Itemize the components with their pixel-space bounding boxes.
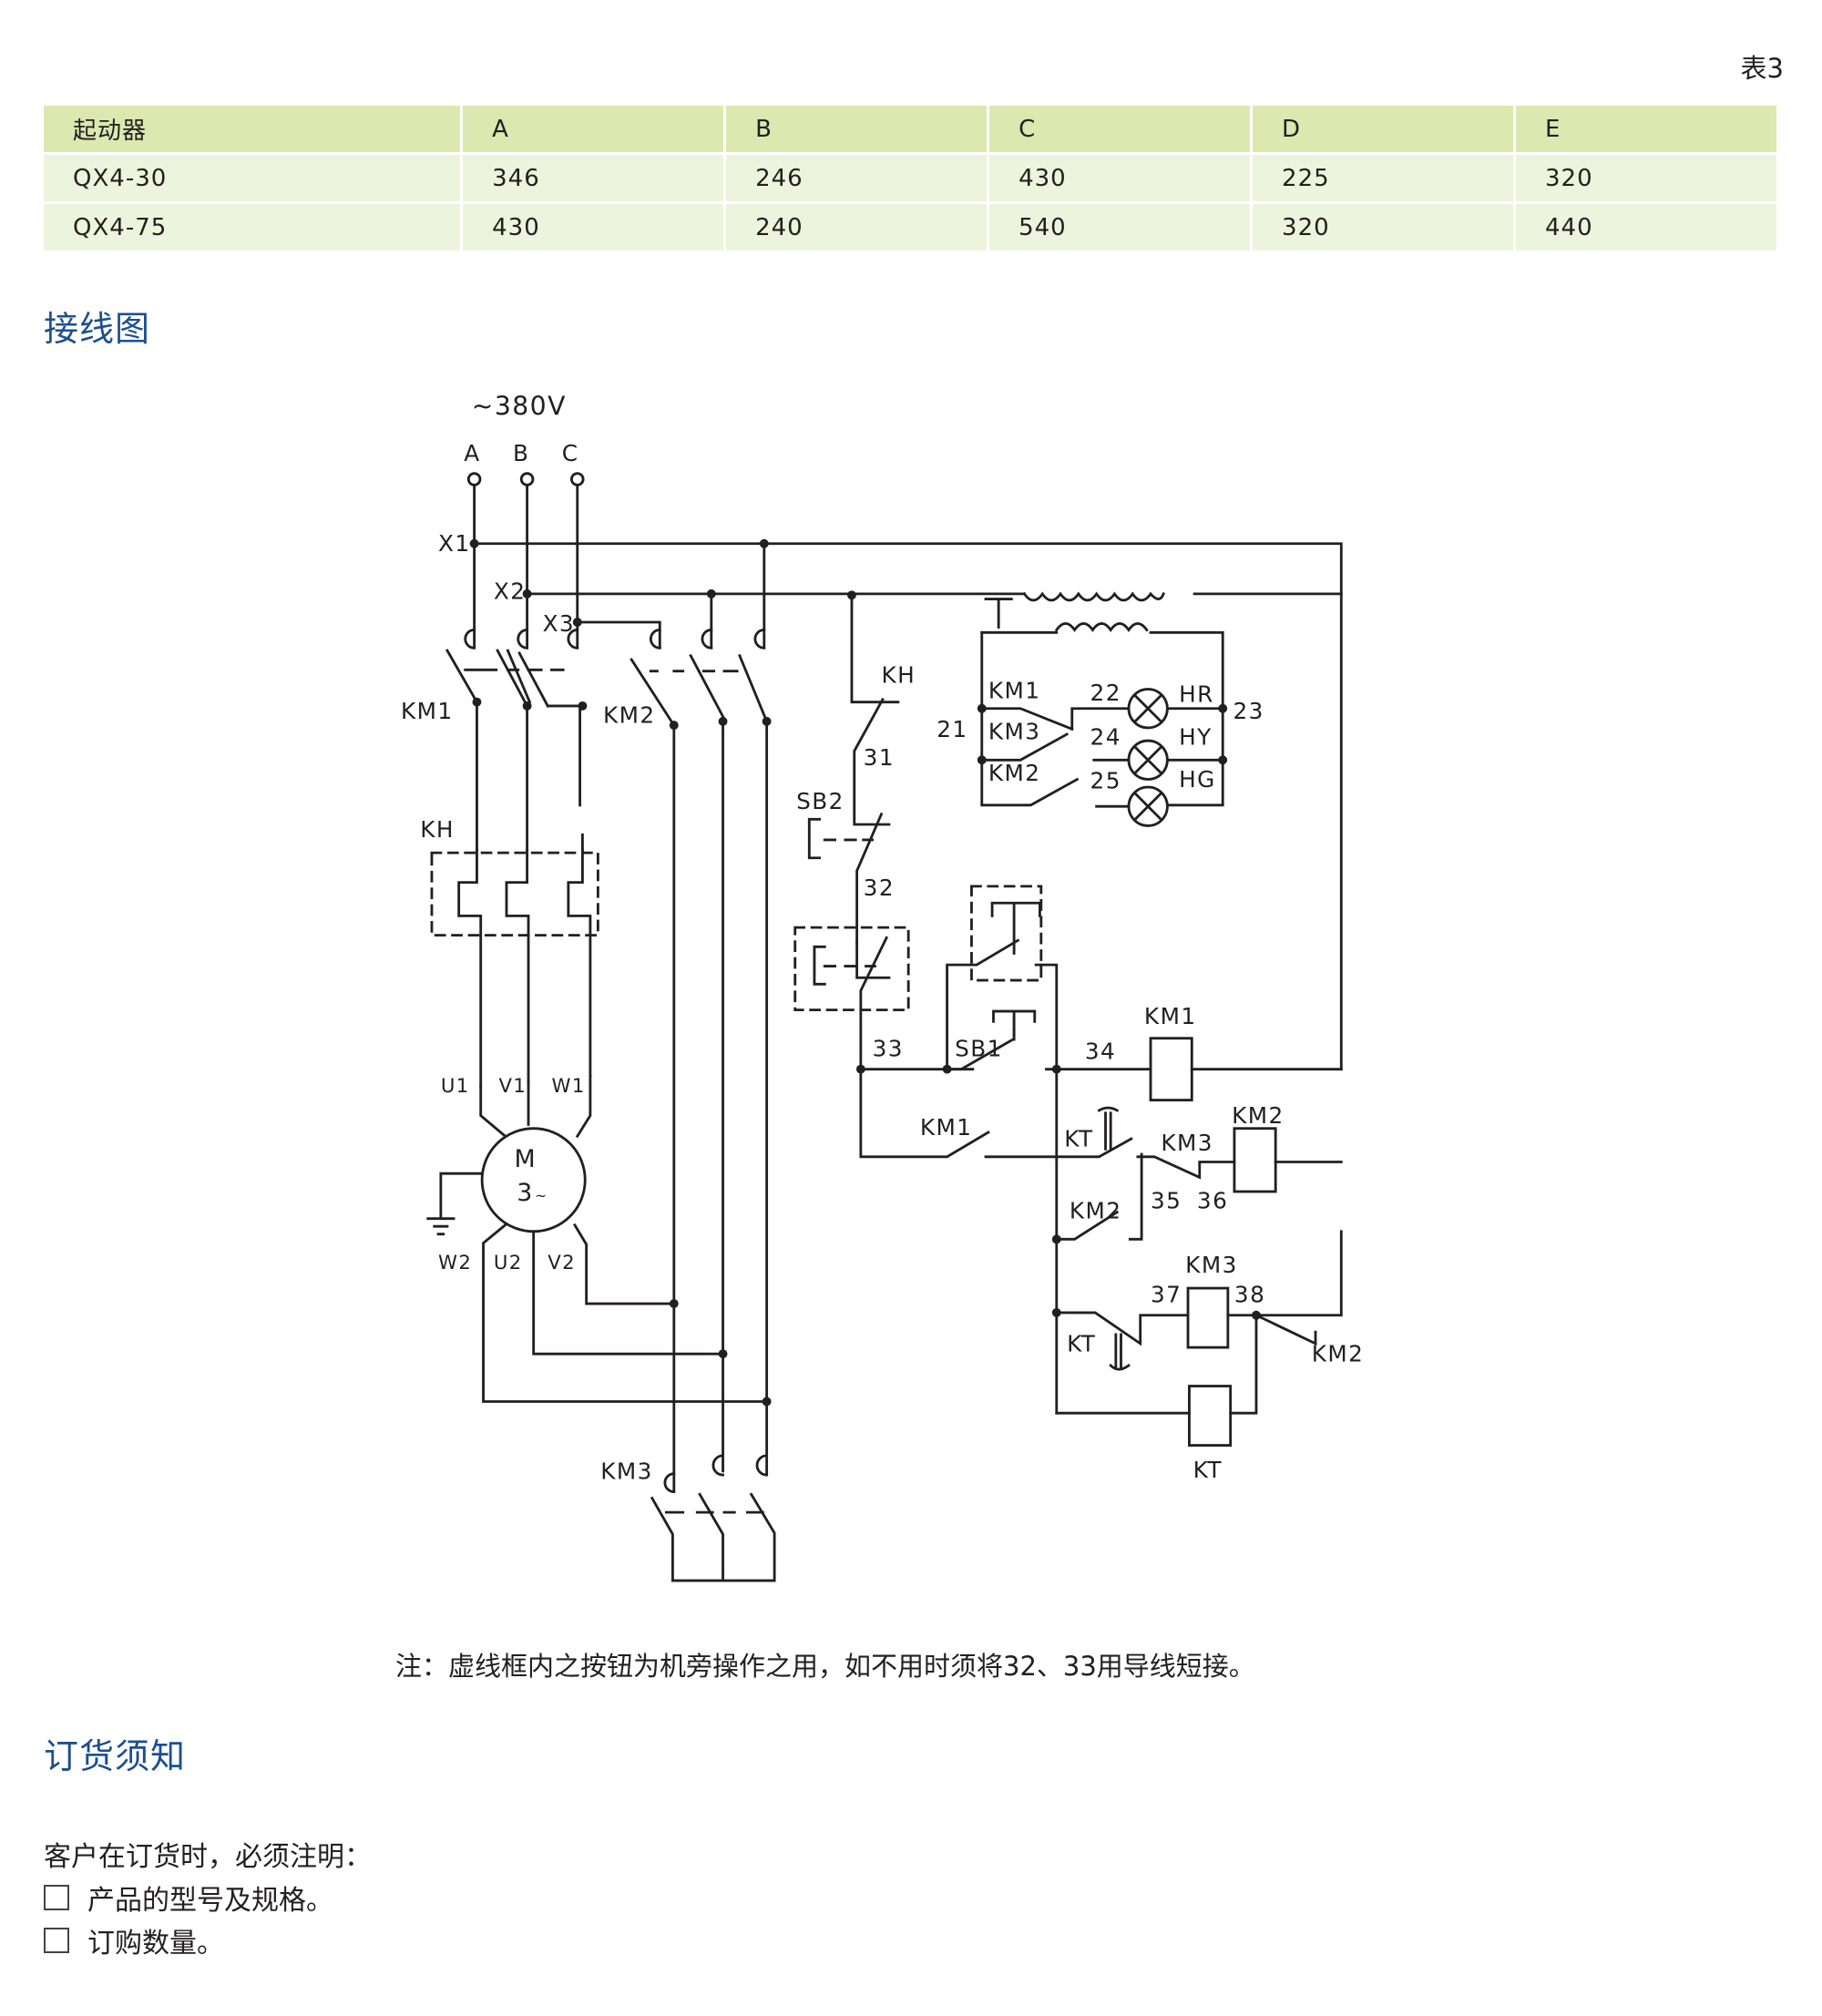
label-hy: HY	[1179, 723, 1213, 750]
label-km3-main: KM3	[600, 1458, 653, 1484]
kt-coil	[1188, 1385, 1233, 1447]
table-cell: 346	[463, 155, 724, 201]
label-km1-hold: KM1	[920, 1114, 973, 1141]
table-row: QX4-30 346 246 430 225 320	[44, 155, 1776, 201]
tap-label-x1: X1	[438, 530, 471, 557]
km3-coil	[1186, 1286, 1230, 1349]
label-node-21: 21	[937, 716, 967, 742]
label-w2: W2	[438, 1252, 472, 1274]
tap-label-x3: X3	[543, 610, 576, 637]
lamp-hr	[1127, 688, 1169, 730]
label-node-25: 25	[1090, 767, 1121, 793]
header-cell: 起动器	[44, 106, 461, 152]
label-hg: HG	[1179, 766, 1216, 793]
order-intro: 客户在订货时，必须注明：	[44, 1841, 372, 1873]
checkbox-icon	[44, 1928, 69, 1953]
label-u1: U1	[441, 1075, 470, 1098]
wiring-note: 注：虚线框内之按钮为机旁操作之用，如不用时须将32、33用导线短接。	[395, 1651, 1255, 1682]
label-sb1: SB1	[955, 1036, 1003, 1062]
diagram-wires	[426, 472, 1343, 1582]
label-kt-nc: KT	[1067, 1330, 1096, 1356]
section-title-wiring: 接线图	[44, 309, 151, 349]
junction-dots	[469, 538, 1261, 1407]
table-cell: QX4-75	[44, 204, 461, 251]
label-km2-lamp: KM2	[988, 760, 1041, 786]
header-cell: E	[1516, 106, 1776, 152]
label-node-35: 35	[1151, 1187, 1182, 1213]
table-cell: 320	[1253, 204, 1513, 251]
label-kt-no: KT	[1064, 1126, 1093, 1152]
label-kt-coil: KT	[1193, 1457, 1223, 1483]
label-node-31: 31	[864, 744, 895, 771]
label-node-24: 24	[1090, 723, 1121, 750]
header-cell: A	[463, 106, 724, 152]
label-u2: U2	[494, 1252, 523, 1274]
motor-label-tilde: ~	[535, 1188, 548, 1204]
spec-table: 起动器 A B C D E QX4-30 346 246 430 225 320…	[41, 103, 1779, 253]
order-item-label: 产品的型号及规格。	[87, 1885, 333, 1917]
label-km1-coil: KM1	[1144, 1003, 1197, 1029]
terminal-c	[569, 472, 585, 486]
label-node-23: 23	[1233, 698, 1264, 724]
label-km2-coil: KM2	[1232, 1102, 1285, 1129]
label-node-36: 36	[1197, 1187, 1228, 1213]
order-item-label: 订购数量。	[87, 1928, 224, 1960]
order-item: 订购数量。	[44, 1920, 224, 1960]
table-cell: 430	[463, 204, 724, 251]
terminal-b	[519, 472, 535, 486]
label-v2: V2	[548, 1252, 576, 1274]
label-km1-lamp: KM1	[988, 677, 1041, 703]
label-km3-coil: KM3	[1185, 1252, 1238, 1278]
table-cell: 320	[1516, 155, 1776, 201]
table-cell: 430	[989, 155, 1251, 201]
supply-voltage-label: ~380V	[472, 391, 567, 421]
table-cell: 240	[726, 204, 988, 251]
label-hr: HR	[1179, 681, 1214, 708]
label-v1: V1	[499, 1075, 527, 1098]
table-cell: 440	[1516, 204, 1776, 251]
label-node-34: 34	[1085, 1038, 1116, 1064]
km2-coil	[1233, 1127, 1277, 1193]
header-cell: D	[1253, 106, 1513, 152]
checkbox-icon	[44, 1885, 69, 1910]
header-cell: C	[989, 106, 1251, 152]
table-header-row: 起动器 A B C D E	[44, 106, 1776, 152]
km1-coil	[1149, 1037, 1193, 1102]
table-cell: QX4-30	[44, 155, 461, 201]
order-item: 产品的型号及规格。	[44, 1878, 333, 1918]
label-km1-main: KM1	[401, 698, 454, 724]
label-km3-lamp: KM3	[988, 719, 1041, 745]
section-title-order: 订货须知	[44, 1736, 187, 1776]
label-kh-thermal: KH	[420, 816, 455, 843]
label-node-37: 37	[1151, 1282, 1182, 1308]
table-row: QX4-75 430 240 540 320 440	[44, 204, 1776, 251]
label-node-33: 33	[873, 1036, 904, 1062]
phase-label-c: C	[562, 440, 579, 466]
label-node-32: 32	[864, 875, 895, 901]
label-kh-contact: KH	[881, 661, 916, 688]
label-km2-main: KM2	[603, 701, 656, 728]
table-caption: 表3	[1740, 53, 1784, 84]
motor-label-m: M	[514, 1145, 537, 1173]
label-km2-nc: KM2	[1312, 1341, 1365, 1367]
label-km2-hold: KM2	[1070, 1198, 1122, 1224]
label-w1: W1	[551, 1075, 585, 1098]
table-cell: 540	[989, 204, 1251, 251]
table-cell: 225	[1253, 155, 1513, 201]
label-km3-nc: KM3	[1161, 1130, 1213, 1156]
tap-label-x2: X2	[494, 578, 527, 605]
label-sb2: SB2	[796, 788, 844, 814]
header-cell: B	[726, 106, 988, 152]
phase-label-a: A	[464, 440, 480, 466]
phase-label-b: B	[513, 440, 529, 466]
label-node-38: 38	[1234, 1282, 1265, 1308]
lamp-hy	[1127, 739, 1169, 781]
motor-label-3: 3	[517, 1179, 534, 1207]
table-cell: 246	[726, 155, 988, 201]
terminal-a	[466, 472, 482, 486]
label-node-22: 22	[1090, 680, 1121, 706]
